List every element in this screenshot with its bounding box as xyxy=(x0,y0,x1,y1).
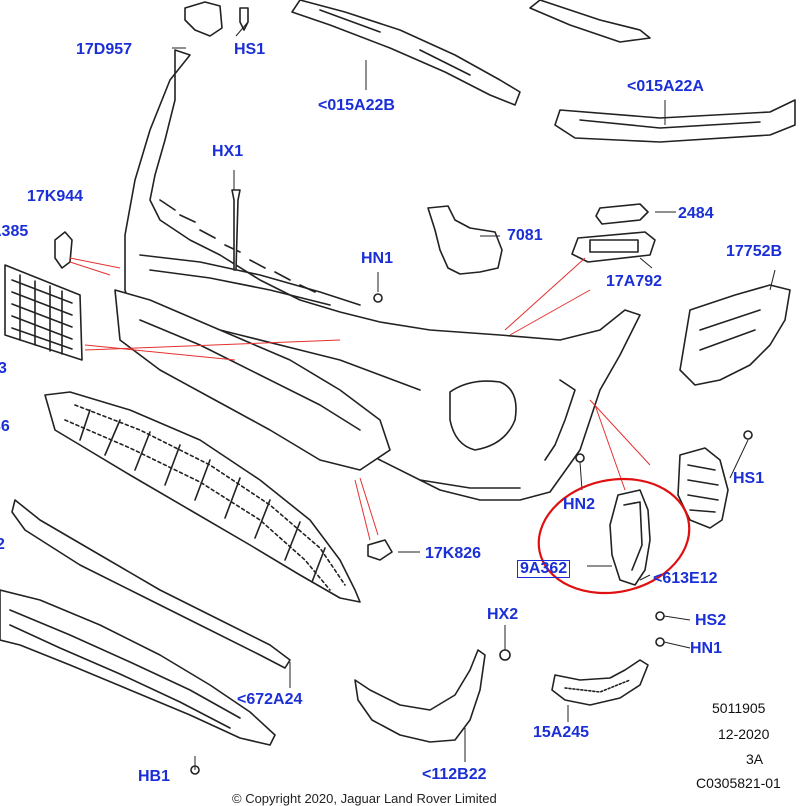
fasteners xyxy=(190,189,753,775)
lower-grille xyxy=(44,391,361,603)
fog-lamp-bezel xyxy=(677,447,729,529)
callout-edge-2[interactable]: 2 xyxy=(0,536,5,553)
callout-15A245[interactable]: 15A245 xyxy=(533,724,590,741)
copyright-footer: © Copyright 2020, Jaguar Land Rover Limi… xyxy=(232,791,497,806)
callout-112B22[interactable]: <112B22 xyxy=(422,766,487,783)
reference-number: 5011905 xyxy=(712,700,766,716)
callout-015A22B[interactable]: <015A22B xyxy=(318,97,395,114)
bracket-15A245 xyxy=(551,659,649,706)
bracket-112B22 xyxy=(354,649,486,743)
callout-lines xyxy=(172,21,776,770)
callout-edge-3[interactable]: 3 xyxy=(0,360,7,377)
leader-lines xyxy=(69,257,651,541)
callout-hn1-bottom[interactable]: HN1 xyxy=(690,640,723,657)
clip-17K826 xyxy=(367,539,393,561)
callout-2484[interactable]: 2484 xyxy=(678,205,714,222)
side-bracket-17752B xyxy=(679,284,791,386)
callout-17D957[interactable]: 17D957 xyxy=(76,41,133,58)
trim-9A362 xyxy=(609,489,651,586)
highlight-circle xyxy=(537,477,691,595)
skid-plate xyxy=(0,589,276,746)
lower-valance xyxy=(114,289,391,471)
clip-17K944 xyxy=(54,231,73,269)
callout-17K944[interactable]: 17K944 xyxy=(27,188,84,205)
callout-hs1-top[interactable]: HS1 xyxy=(234,41,266,58)
callout-17A792[interactable]: 17A792 xyxy=(606,273,663,290)
callout-hn1-mid[interactable]: HN1 xyxy=(361,250,394,267)
spoiler-strip xyxy=(11,499,291,669)
callout-hs2[interactable]: HS2 xyxy=(695,612,727,629)
bracket-17D957 xyxy=(184,1,249,37)
callout-7081[interactable]: 7081 xyxy=(507,227,543,244)
reference-revision: 3A xyxy=(746,751,764,767)
bracket-17A792 xyxy=(571,231,656,263)
callout-17752B[interactable]: 17752B xyxy=(726,243,783,260)
callout-hx2[interactable]: HX2 xyxy=(487,606,519,623)
reinforcement-bar-015A22B xyxy=(291,0,521,106)
license-plate-bracket xyxy=(4,264,83,361)
callout-hs1-right[interactable]: HS1 xyxy=(733,470,765,487)
callout-672A24[interactable]: <672A24 xyxy=(237,691,303,708)
callout-edge-36[interactable]: 36 xyxy=(0,418,10,435)
air-deflector-7081 xyxy=(427,205,503,275)
reference-date: 12-2020 xyxy=(718,726,770,742)
reference-code: C0305821-01 xyxy=(696,775,781,791)
callout-613E12[interactable]: <613E12 xyxy=(653,570,718,587)
callout-a385[interactable]: A385 xyxy=(0,223,29,240)
callout-17K826[interactable]: 17K826 xyxy=(425,545,482,562)
callout-015A22A[interactable]: <015A22A xyxy=(627,78,704,95)
callout-hb1[interactable]: HB1 xyxy=(138,768,171,785)
reinforcement-bar-015A22A xyxy=(529,0,796,143)
callout-9A362[interactable]: 9A362 xyxy=(517,560,571,578)
tow-eye-cap-2484 xyxy=(595,203,649,225)
callout-hx1[interactable]: HX1 xyxy=(212,143,244,160)
callout-hn2[interactable]: HN2 xyxy=(563,496,596,513)
